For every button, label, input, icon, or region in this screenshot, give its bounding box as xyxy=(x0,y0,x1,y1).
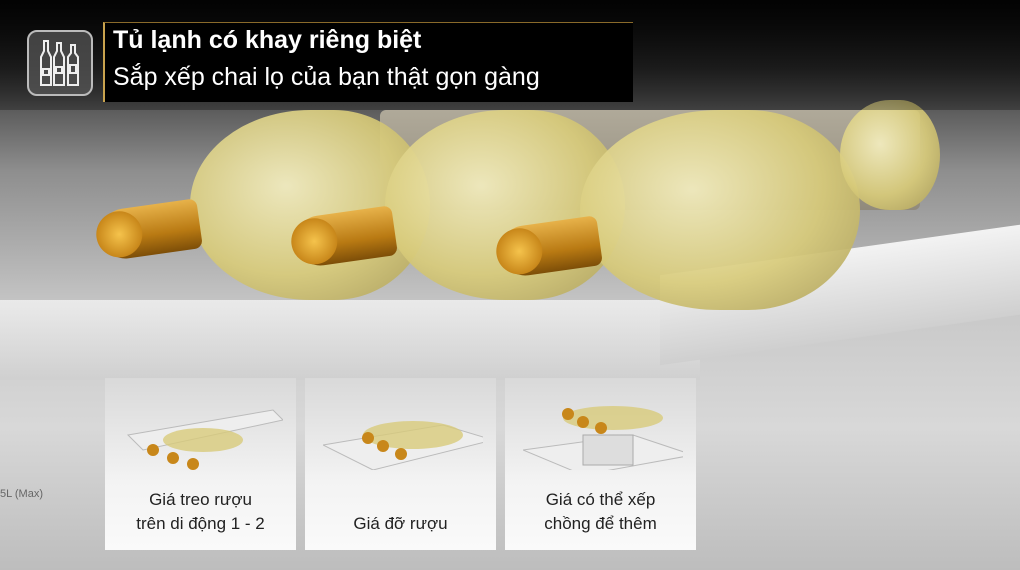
capacity-label: 5L (Max) xyxy=(0,488,43,500)
shelf xyxy=(0,300,700,380)
wine-bottles-icon xyxy=(27,30,93,96)
bottle xyxy=(840,100,940,210)
rack-illustration xyxy=(323,421,483,470)
feature-panel-stackable-rack: Giá có thể xếp chồng để thêm xyxy=(505,378,696,550)
panel-caption: Giá treo rượu trên di động 1 - 2 xyxy=(136,490,265,533)
feature-panel-hanging-rack: Giá treo rượu trên di động 1 - 2 xyxy=(105,378,296,550)
title: Tủ lạnh có khay riêng biệt xyxy=(113,26,422,54)
rack-illustration xyxy=(523,406,683,470)
subtitle: Sắp xếp chai lọ của bạn thật gọn gàng xyxy=(113,63,540,91)
rack-illustration xyxy=(126,409,283,470)
panel-caption: Giá đỡ rượu xyxy=(353,514,448,533)
title-box xyxy=(103,22,633,102)
feature-panel-wine-holder: Giá đỡ rượu xyxy=(305,378,496,550)
panel-caption: Giá có thể xếp chồng để thêm xyxy=(544,490,657,533)
bottle-cap xyxy=(93,198,203,262)
bottle xyxy=(580,110,860,310)
